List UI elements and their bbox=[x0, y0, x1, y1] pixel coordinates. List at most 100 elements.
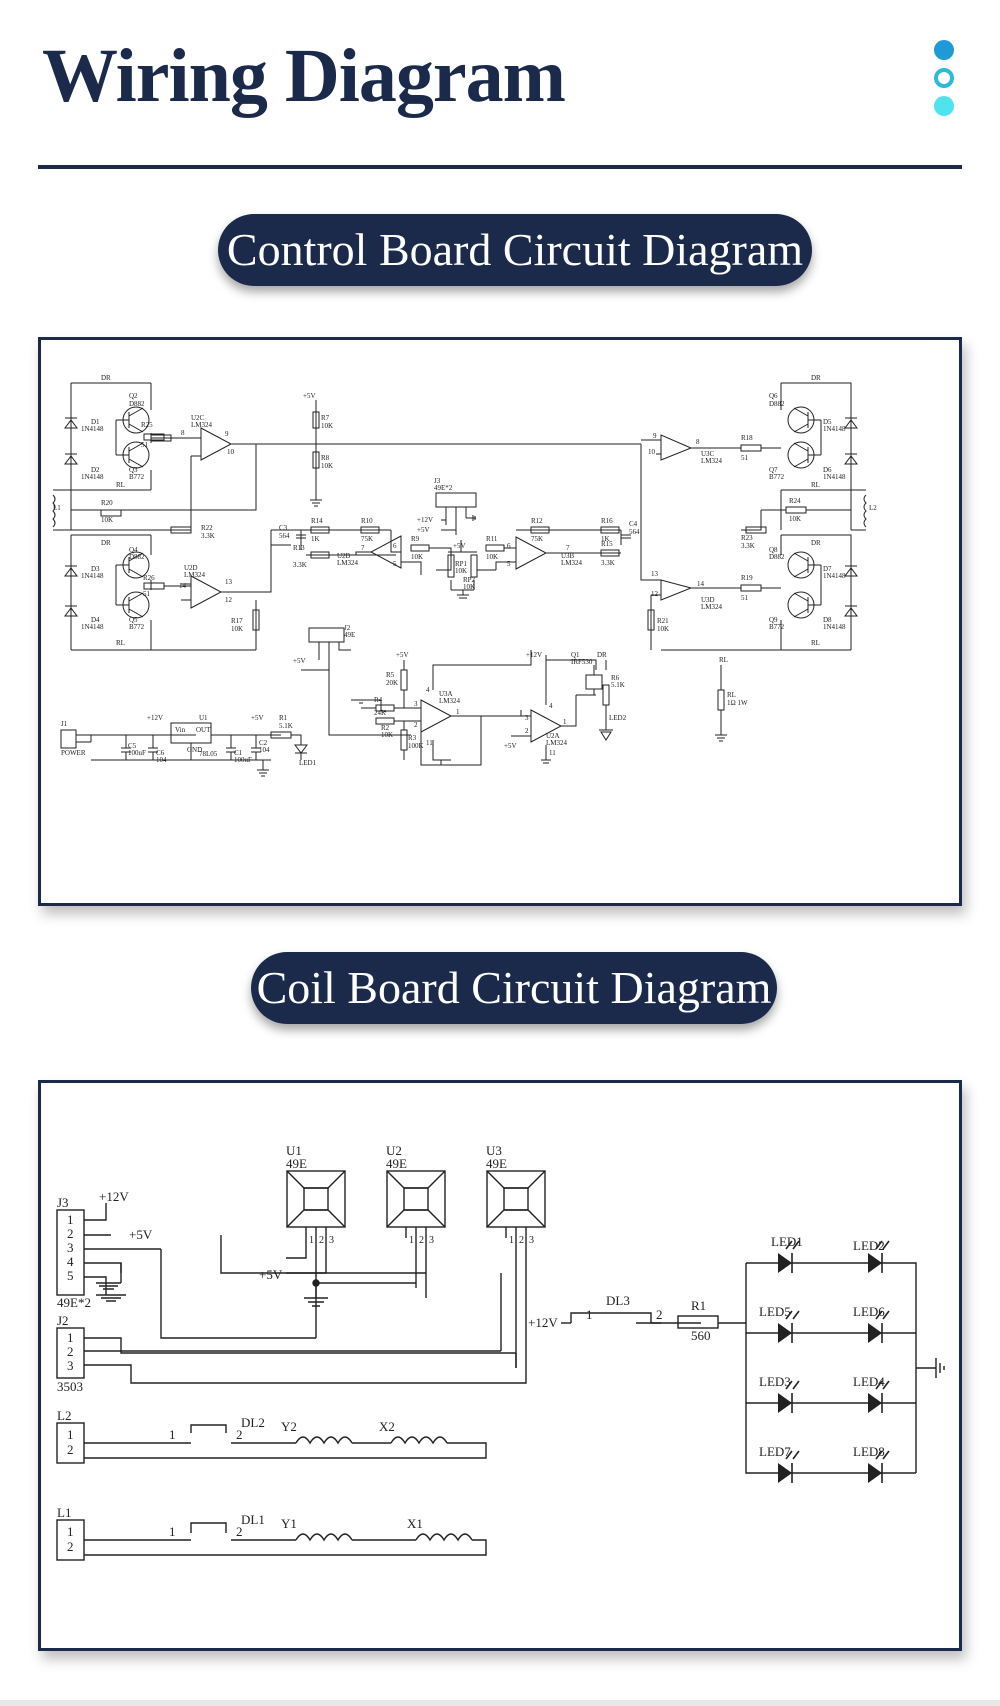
label-r3: R3 bbox=[408, 734, 417, 742]
label-r19: R19 bbox=[741, 574, 753, 582]
label-plus12v: +12V bbox=[99, 1189, 129, 1204]
label-d1: D1 bbox=[91, 418, 100, 426]
label-r6: R6 bbox=[611, 674, 620, 682]
label-pin: 11 bbox=[549, 749, 556, 757]
label-r23: R23 bbox=[741, 534, 753, 542]
label-r12: R12 bbox=[531, 517, 543, 525]
label-pin: 10 bbox=[648, 448, 656, 456]
label-78l05: 78L05 bbox=[199, 750, 218, 758]
label-pin: 5 bbox=[507, 560, 511, 568]
label-pin: 2 bbox=[67, 1344, 74, 1359]
label-c2: C2 bbox=[259, 739, 268, 747]
label-r18: R18 bbox=[741, 434, 753, 442]
label-pin: 4 bbox=[549, 702, 553, 710]
label-pin: 3 bbox=[67, 1358, 74, 1373]
label-d5: D5 bbox=[823, 418, 832, 426]
label-led8: LED8 bbox=[853, 1444, 885, 1459]
header-divider bbox=[38, 165, 962, 169]
label-r9-value: 10K bbox=[411, 553, 423, 561]
label-pin: 8 bbox=[181, 429, 185, 437]
label-rp1: RP1 bbox=[455, 560, 468, 568]
label-b772: B772 bbox=[129, 623, 145, 631]
label-1n4148: 1N4148 bbox=[823, 623, 846, 631]
label-r5-value: 20K bbox=[386, 679, 398, 687]
label-q2: Q2 bbox=[129, 392, 138, 400]
label-pin: 2 bbox=[519, 1235, 524, 1246]
label-pin: 11 bbox=[426, 739, 433, 747]
label-pin: 1 bbox=[67, 1427, 74, 1442]
label-pin: 2 bbox=[67, 1226, 74, 1241]
label-x2: X2 bbox=[379, 1419, 395, 1434]
label-plus5v: +5V bbox=[129, 1227, 153, 1242]
led-matrix bbox=[778, 1240, 890, 1483]
label-rl: RL bbox=[811, 639, 820, 647]
label-r25: R25 bbox=[141, 421, 153, 429]
label-q3: Q3 bbox=[129, 466, 138, 474]
label-1n4148: 1N4148 bbox=[823, 572, 846, 580]
bottom-scroll-edge bbox=[0, 1700, 1000, 1706]
label-c5-value: 100uF bbox=[128, 749, 146, 757]
label-d882: D882 bbox=[129, 553, 145, 561]
label-j2: J2 bbox=[57, 1313, 69, 1328]
label-pin: 1 bbox=[67, 1212, 74, 1227]
label-pin: 6 bbox=[507, 542, 511, 550]
label-r20-value: 10K bbox=[101, 516, 113, 524]
label-pin: 2 bbox=[419, 1235, 424, 1246]
label-r14: R14 bbox=[311, 517, 323, 525]
label-pin: 13 bbox=[651, 570, 659, 578]
label-pin: 10 bbox=[227, 448, 235, 456]
label-pin: 3 bbox=[329, 1235, 334, 1246]
label-j2-type: 49E bbox=[344, 631, 355, 639]
label-pin: 3 bbox=[429, 1235, 434, 1246]
label-c1: C1 bbox=[234, 749, 243, 757]
label-r5: R5 bbox=[386, 671, 395, 679]
label-r20: R20 bbox=[101, 499, 113, 507]
label-q7: Q7 bbox=[769, 466, 778, 474]
label-pin: 2 bbox=[236, 1524, 243, 1539]
label-pin: 12 bbox=[225, 596, 233, 604]
label-y1: Y1 bbox=[281, 1516, 297, 1531]
dot-icon bbox=[934, 96, 954, 116]
label-led1: LED1 bbox=[771, 1234, 803, 1249]
label-r26-value: 51 bbox=[143, 590, 151, 598]
label-j3-type: 49E*2 bbox=[434, 484, 453, 492]
label-q1: Q1 bbox=[571, 651, 580, 659]
coil-board-schematic: J3 +12V +5V 1 2 3 4 5 49E*2 U1 49E U2 49… bbox=[56, 1143, 945, 1561]
coil-board-heading: Coil Board Circuit Diagram bbox=[251, 952, 777, 1024]
label-rp1-value: 10K bbox=[455, 567, 467, 575]
label-r13: R13 bbox=[293, 544, 305, 552]
label-d8: D8 bbox=[823, 616, 832, 624]
led-diode-icon bbox=[778, 1310, 800, 1343]
label-r17-value: 10K bbox=[231, 625, 243, 633]
label-pin: 3 bbox=[414, 700, 418, 708]
label-c4: C4 bbox=[629, 520, 638, 528]
label-r9: R9 bbox=[411, 535, 420, 543]
label-r24: R24 bbox=[789, 497, 801, 505]
label-pin: 2 bbox=[67, 1442, 74, 1457]
label-u1: U1 bbox=[199, 714, 208, 722]
control-board-labels: DR Q2 D882 D1 1N4148 D2 1N4148 Q3 B772 R… bbox=[53, 374, 877, 767]
label-d882: D882 bbox=[769, 553, 785, 561]
label-l1: L1 bbox=[53, 504, 61, 512]
label-1n4148: 1N4148 bbox=[81, 572, 104, 580]
label-pin: 6 bbox=[393, 542, 397, 550]
label-dr: DR bbox=[597, 651, 607, 659]
label-led1: LED1 bbox=[299, 759, 317, 767]
label-c2-value: 104 bbox=[259, 746, 270, 754]
label-c5: C5 bbox=[128, 742, 137, 750]
label-pin: 3 bbox=[67, 1240, 74, 1255]
label-pin: 14 bbox=[697, 580, 705, 588]
label-rl: RL bbox=[727, 691, 736, 699]
led-diode-icon bbox=[778, 1380, 800, 1413]
label-r6-value: 5.1K bbox=[611, 681, 625, 689]
label-r11: R11 bbox=[486, 535, 498, 543]
label-q5: Q5 bbox=[129, 616, 138, 624]
label-plus5v: +5V bbox=[259, 1267, 283, 1282]
label-pin: 12 bbox=[651, 590, 659, 598]
label-r18-value: 51 bbox=[741, 454, 749, 462]
label-pin: 1 bbox=[563, 718, 567, 726]
label-b772: B772 bbox=[129, 473, 145, 481]
label-lm324: LM324 bbox=[701, 457, 723, 465]
label-x1: X1 bbox=[407, 1516, 423, 1531]
label-led3: LED3 bbox=[759, 1374, 791, 1389]
